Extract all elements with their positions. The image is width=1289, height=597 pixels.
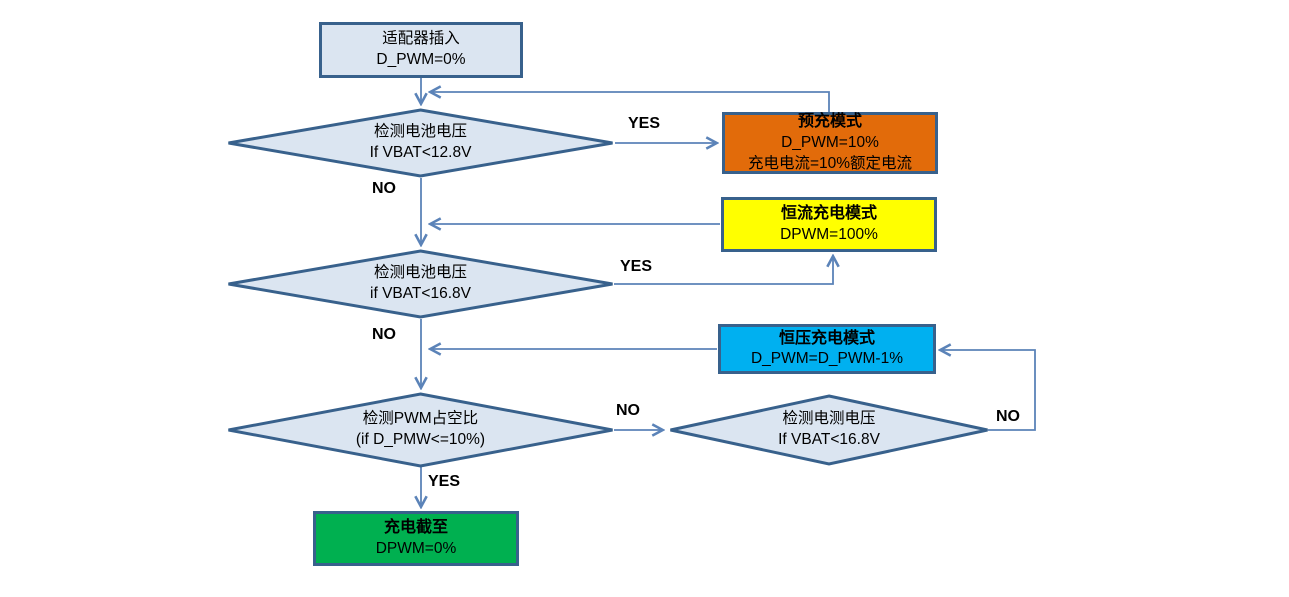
edge-label-yes-2: YES [620,258,653,275]
node-text-line: 检测PWM占空比 [362,410,479,428]
node-charge-end: 充电截至 DPWM=0% [313,511,519,566]
node-text-line: 检测电池电压 [373,123,467,141]
edge-label-yes-3: YES [428,473,461,490]
node-adapter-inserted: 适配器插入 D_PWM=0% [319,22,523,78]
node-text-line: D_PWM=D_PWM-1% [750,350,903,368]
node-check-battery-voltage-right: 检测电测电压 If VBAT<16.8V [668,394,990,466]
diamond-shape [670,394,988,466]
node-text-line: 适配器插入 [382,30,460,48]
edge-label-no-3: NO [616,402,640,419]
diamond-shape [228,249,613,319]
node-text-line: DPWM=100% [780,225,878,243]
node-check-battery-voltage-12v8: 检测电池电压 If VBAT<12.8V [226,108,615,178]
edge-label-no-2: NO [372,326,396,343]
edge-label-no-1: NO [372,180,396,197]
node-check-pwm-duty: 检测PWM占空比 (if D_PMW<=10%) [226,392,615,468]
node-text-line: 恒流充电模式 [780,205,877,223]
node-text-line: 检测电池电压 [373,264,467,282]
node-text-line: D_PWM=10% [781,133,879,151]
node-text-line: 充电截至 [383,519,448,537]
node-text-line: 恒压充电模式 [778,329,875,347]
node-text-line: if VBAT<16.8V [370,285,471,302]
diamond-shape [228,392,613,468]
node-text-line: 充电电流=10%额定电流 [747,154,913,172]
node-check-battery-voltage-16v8: 检测电池电压 if VBAT<16.8V [226,249,615,319]
node-text-line: If VBAT<12.8V [369,144,472,161]
edge-label-no-4: NO [996,408,1020,425]
node-text-line: D_PWM=0% [376,51,466,68]
node-text-line: DPWM=0% [375,539,457,557]
node-text-line: If VBAT<16.8V [778,431,880,448]
diamond-shape [228,108,613,178]
node-text-line: 检测电测电压 [782,410,876,428]
node-precharge-mode: 预充模式 D_PWM=10% 充电电流=10%额定电流 [722,112,938,174]
node-text-line: (if D_PMW<=10%) [355,431,486,448]
node-constant-current-mode: 恒流充电模式 DPWM=100% [721,197,937,252]
edge-label-yes-1: YES [628,115,661,132]
node-text-line: 预充模式 [797,113,862,131]
node-constant-voltage-mode: 恒压充电模式 D_PWM=D_PWM-1% [718,324,936,374]
